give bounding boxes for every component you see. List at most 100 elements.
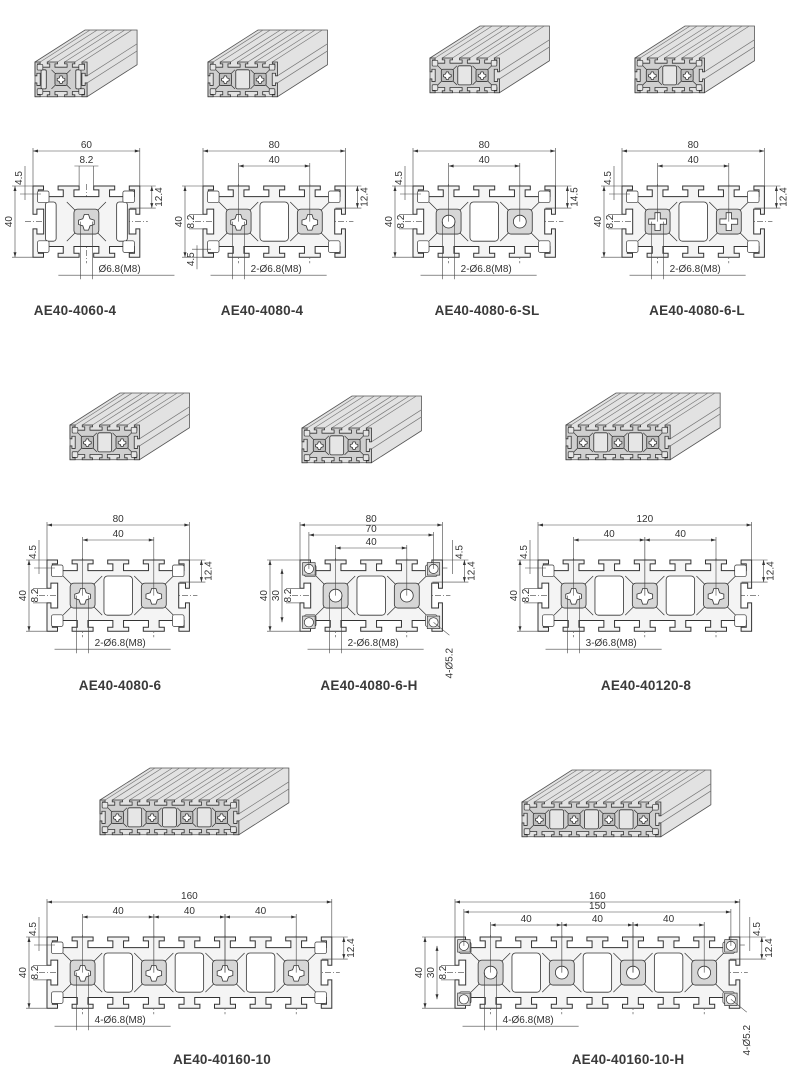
groove-line	[630, 392, 681, 426]
dimension-value: 40	[174, 216, 185, 228]
profile-corner-cavity	[490, 60, 498, 67]
isometric-view	[634, 25, 755, 94]
profile-corner-cavity	[122, 240, 135, 253]
profile-cavity	[584, 809, 599, 830]
groove-line	[324, 395, 375, 429]
groove-line	[139, 767, 191, 801]
center-bore	[535, 815, 544, 824]
profile-web	[205, 952, 215, 963]
profile-web	[93, 983, 103, 993]
profile-web	[386, 606, 397, 616]
groove-line	[704, 39, 755, 73]
profile-corner-cavity	[626, 240, 639, 253]
dimension-value: 30	[271, 590, 282, 602]
arrowhead	[199, 560, 203, 583]
dimension-value: 40	[521, 914, 533, 925]
groove-line	[613, 769, 665, 803]
groove-line	[212, 29, 264, 63]
profile-corner-cavity	[130, 427, 138, 434]
groove-line	[605, 392, 657, 426]
dimension-value: 12.4	[466, 561, 477, 581]
dimension-value: 2-Ø6.8(M8)	[95, 638, 146, 649]
dimension-value: 40	[184, 906, 196, 917]
profile-web	[417, 575, 427, 586]
profile-web	[417, 606, 427, 616]
center-bore	[182, 813, 192, 822]
dimension-value: 4.5	[186, 252, 197, 266]
groove-line	[306, 395, 358, 429]
profile-web	[708, 201, 719, 212]
profile-corner-cavity	[636, 60, 644, 67]
arrowhead	[150, 186, 154, 209]
dimension-value: 8.2	[521, 588, 532, 602]
profile-web	[726, 606, 736, 616]
profile-web	[249, 232, 259, 242]
profile-web	[93, 952, 103, 963]
product-label: AE40-40120-8	[600, 678, 692, 693]
groove-line	[104, 767, 156, 801]
dimension-value: 8.2	[605, 214, 616, 228]
dimension-value: 4.5	[603, 171, 614, 185]
dimension-value: 12.4	[359, 187, 370, 207]
groove-line	[265, 29, 316, 63]
profile-corner-cavity	[207, 240, 220, 253]
dimension-value: 40	[509, 590, 520, 602]
isometric-view	[34, 29, 138, 98]
dimension-value: 4-Ø5.2	[742, 1024, 753, 1055]
profile-corner-cavity	[51, 941, 64, 954]
profile-web	[306, 952, 317, 963]
center-bore	[255, 75, 265, 84]
profile-cavity	[97, 432, 113, 453]
groove-line	[47, 29, 98, 63]
profile-web	[164, 983, 174, 993]
profile-web	[708, 232, 719, 242]
profile-web	[320, 232, 330, 242]
profile-corner-cavity	[661, 427, 668, 434]
dimension-value: 4.5	[519, 545, 530, 559]
profile-web	[584, 606, 594, 616]
profile-corner-cavity	[51, 614, 64, 627]
profile-web	[289, 201, 300, 212]
dimension-value: 8.2	[283, 588, 294, 602]
dimension-value: 40	[479, 155, 491, 166]
profile-cavity	[662, 65, 678, 86]
groove-line	[494, 25, 545, 59]
product-label: AE40-4080-6-SL	[434, 303, 540, 318]
dimension-value: 40	[113, 529, 125, 540]
profile-corner-cavity	[314, 941, 327, 954]
groove-line	[588, 392, 639, 426]
center-bore	[639, 815, 648, 824]
groove-line	[669, 406, 721, 440]
groove-line	[191, 767, 243, 801]
groove-line	[277, 43, 328, 77]
center-bore	[301, 214, 319, 231]
profile-corner-cavity	[328, 190, 341, 203]
groove-line	[596, 769, 647, 803]
groove-line	[57, 29, 108, 63]
profile-cavity	[329, 435, 345, 456]
profile-cavity	[235, 69, 251, 90]
arrowhead	[355, 186, 359, 209]
profile-cavity	[653, 952, 684, 993]
groove-line	[551, 769, 602, 803]
profile-corner-cavity	[36, 64, 44, 71]
groove-line	[82, 392, 133, 426]
arrowhead	[565, 186, 569, 209]
dimension-value: 40	[255, 906, 267, 917]
center-bore	[117, 438, 127, 447]
profile-web	[726, 575, 736, 586]
profile-web	[643, 952, 653, 963]
groove-line	[623, 392, 674, 426]
groove-line	[669, 413, 721, 447]
groove-line	[277, 50, 328, 84]
dimension-value: 4.5	[394, 171, 405, 185]
groove-line	[122, 767, 173, 801]
dimension-value: 80	[269, 140, 281, 151]
profile-corner-cavity	[51, 564, 64, 577]
profile-corner-cavity	[172, 614, 185, 627]
profile-corner-cavity	[661, 451, 668, 458]
profile-web	[346, 575, 356, 586]
